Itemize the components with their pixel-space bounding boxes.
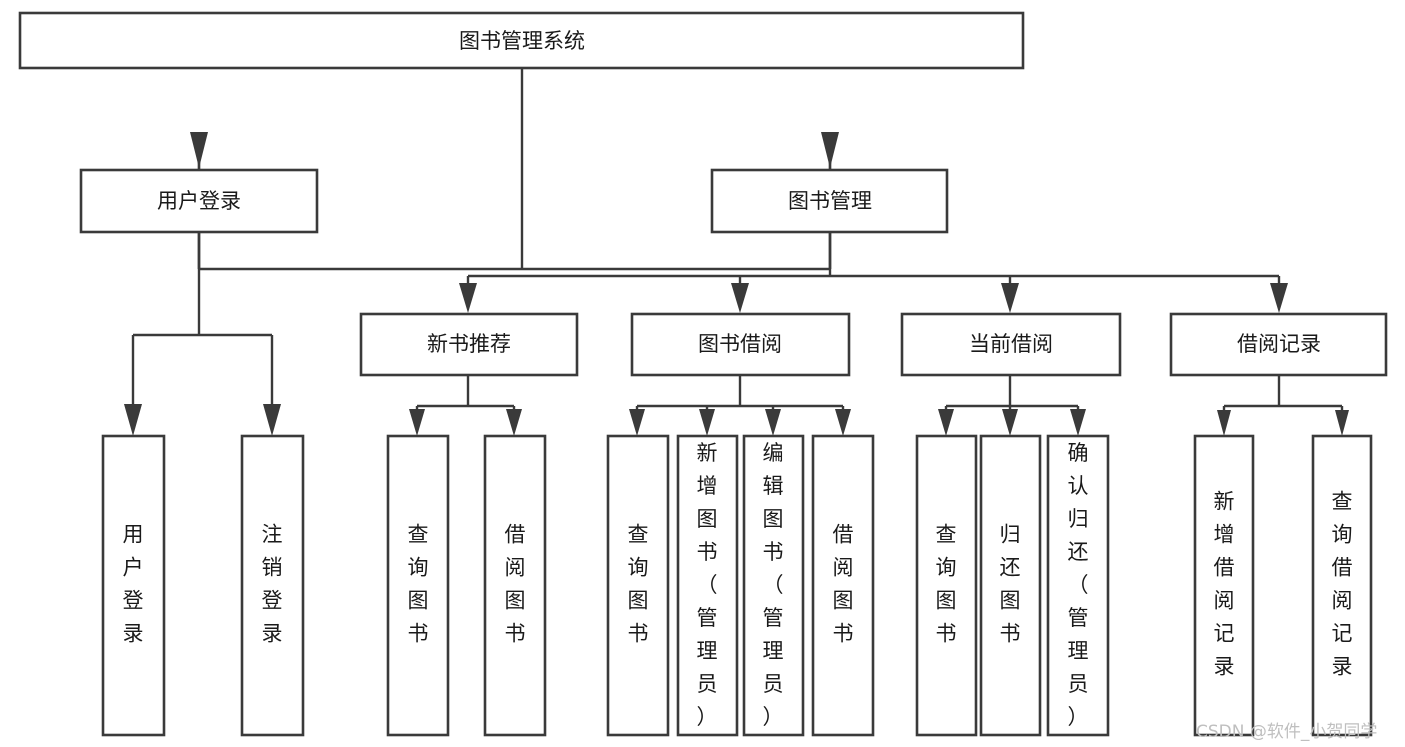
node-leaf-edit-book-box[interactable] <box>742 434 805 737</box>
node-root-label: 图书管理系统 <box>459 29 585 53</box>
arrow-icon-cb-2 <box>1002 409 1018 436</box>
node-leaf-add-book-label: 新增图书（管理员） <box>697 441 718 729</box>
node-leaf-query-book-2-label: 查询图书 <box>628 523 649 646</box>
node-leaf-user-logout[interactable]: 注销登录 <box>240 434 305 737</box>
node-current-borrow-label: 当前借阅 <box>969 332 1053 356</box>
node-leaf-borrow-book-1-label: 借阅图书 <box>505 523 526 646</box>
node-user-login-box[interactable] <box>79 168 319 234</box>
node-leaf-user-login[interactable]: 用户登录 <box>101 434 166 737</box>
node-leaf-user-login-box[interactable] <box>101 434 166 737</box>
node-book-borrow-box[interactable] <box>630 312 851 377</box>
node-leaf-add-book[interactable]: 新增图书（管理员） <box>676 434 739 737</box>
arrow-icon-root-left <box>190 132 208 168</box>
arrow-icon-br-2 <box>1335 410 1349 436</box>
node-book-manage[interactable]: 图书管理 <box>710 168 949 234</box>
arrow-icon-br-1 <box>1217 410 1231 436</box>
node-leaf-confirm-return[interactable]: 确认归还（管理员） <box>1046 434 1110 737</box>
node-leaf-query-book-2[interactable]: 查询图书 <box>606 434 670 737</box>
node-leaf-query-book-1-box[interactable] <box>386 434 450 737</box>
node-leaf-add-book-box[interactable] <box>676 434 739 737</box>
node-current-borrow-box[interactable] <box>900 312 1122 377</box>
node-leaf-borrow-book-2[interactable]: 借阅图书 <box>811 434 875 737</box>
node-leaf-add-record[interactable]: 新增借阅记录 <box>1193 434 1255 737</box>
arrow-icon-bb-3 <box>765 409 781 436</box>
arrow-icon-nbr-1 <box>409 409 425 436</box>
arrow-icon-bm-1 <box>459 283 477 313</box>
arrow-icon-cb-1 <box>938 409 954 436</box>
node-leaf-borrow-book-2-label: 借阅图书 <box>833 523 854 646</box>
arrow-icon-user-login-1 <box>124 404 142 436</box>
node-leaf-query-book-3[interactable]: 查询图书 <box>915 434 978 737</box>
node-leaf-add-record-box[interactable] <box>1193 434 1255 737</box>
arrow-icon-bm-3 <box>1001 283 1019 313</box>
node-leaf-query-record-label: 查询借阅记录 <box>1332 490 1353 679</box>
arrow-icon-root-right <box>821 132 839 168</box>
node-borrow-record[interactable]: 借阅记录 <box>1169 312 1388 377</box>
node-user-login[interactable]: 用户登录 <box>79 168 319 234</box>
node-book-manage-label: 图书管理 <box>788 189 872 213</box>
arrow-icon-bb-2 <box>699 409 715 436</box>
node-leaf-confirm-return-label: 确认归还（管理员） <box>1068 441 1089 729</box>
node-leaf-query-book-3-box[interactable] <box>915 434 978 737</box>
node-new-book-rec-box[interactable] <box>359 312 579 377</box>
arrowhead-layer <box>124 132 1349 436</box>
arrow-icon-bb-1 <box>629 409 645 436</box>
arrow-icon-bb-4 <box>835 409 851 436</box>
arrow-icon-bm-4 <box>1270 283 1288 313</box>
node-leaf-borrow-book-1[interactable]: 借阅图书 <box>483 434 547 737</box>
node-book-borrow[interactable]: 图书借阅 <box>630 312 851 377</box>
node-leaf-return-book-box[interactable] <box>979 434 1042 737</box>
node-book-borrow-label: 图书借阅 <box>698 332 782 356</box>
node-leaf-return-book[interactable]: 归还图书 <box>979 434 1042 737</box>
node-leaf-query-book-1[interactable]: 查询图书 <box>386 434 450 737</box>
node-leaf-return-book-label: 归还图书 <box>1000 523 1021 646</box>
node-leaf-query-record[interactable]: 查询借阅记录 <box>1311 434 1373 737</box>
node-leaf-borrow-book-1-box[interactable] <box>483 434 547 737</box>
node-user-login-label: 用户登录 <box>157 189 241 213</box>
arrow-icon-nbr-2 <box>506 409 522 436</box>
node-new-book-rec-label: 新书推荐 <box>427 332 511 356</box>
node-leaf-borrow-book-2-box[interactable] <box>811 434 875 737</box>
leaf-layer: 用户登录 注销登录 查询图书 借阅图书 查询图书 新增图书（管理员） <box>101 434 1373 737</box>
node-root-box[interactable] <box>18 11 1025 70</box>
node-leaf-query-book-2-box[interactable] <box>606 434 670 737</box>
node-root[interactable]: 图书管理系统 <box>18 11 1025 70</box>
arrow-icon-cb-3 <box>1070 409 1086 436</box>
node-leaf-user-login-label: 用户登录 <box>123 523 144 646</box>
node-leaf-query-book-3-label: 查询图书 <box>936 523 957 646</box>
node-leaf-user-logout-label: 注销登录 <box>262 523 283 646</box>
node-leaf-user-logout-box[interactable] <box>240 434 305 737</box>
node-borrow-record-label: 借阅记录 <box>1237 332 1321 356</box>
node-leaf-query-book-1-label: 查询图书 <box>408 523 429 646</box>
node-new-book-rec[interactable]: 新书推荐 <box>359 312 579 377</box>
node-leaf-confirm-return-box[interactable] <box>1046 434 1110 737</box>
node-leaf-edit-book-label: 编辑图书（管理员） <box>763 441 784 729</box>
node-borrow-record-box[interactable] <box>1169 312 1388 377</box>
node-leaf-edit-book[interactable]: 编辑图书（管理员） <box>742 434 805 737</box>
node-leaf-query-record-box[interactable] <box>1311 434 1373 737</box>
node-leaf-add-record-label: 新增借阅记录 <box>1214 490 1235 679</box>
arrow-icon-user-login-2 <box>263 404 281 436</box>
node-book-manage-box[interactable] <box>710 168 949 234</box>
arrow-icon-bm-2 <box>731 283 749 313</box>
node-current-borrow[interactable]: 当前借阅 <box>900 312 1122 377</box>
